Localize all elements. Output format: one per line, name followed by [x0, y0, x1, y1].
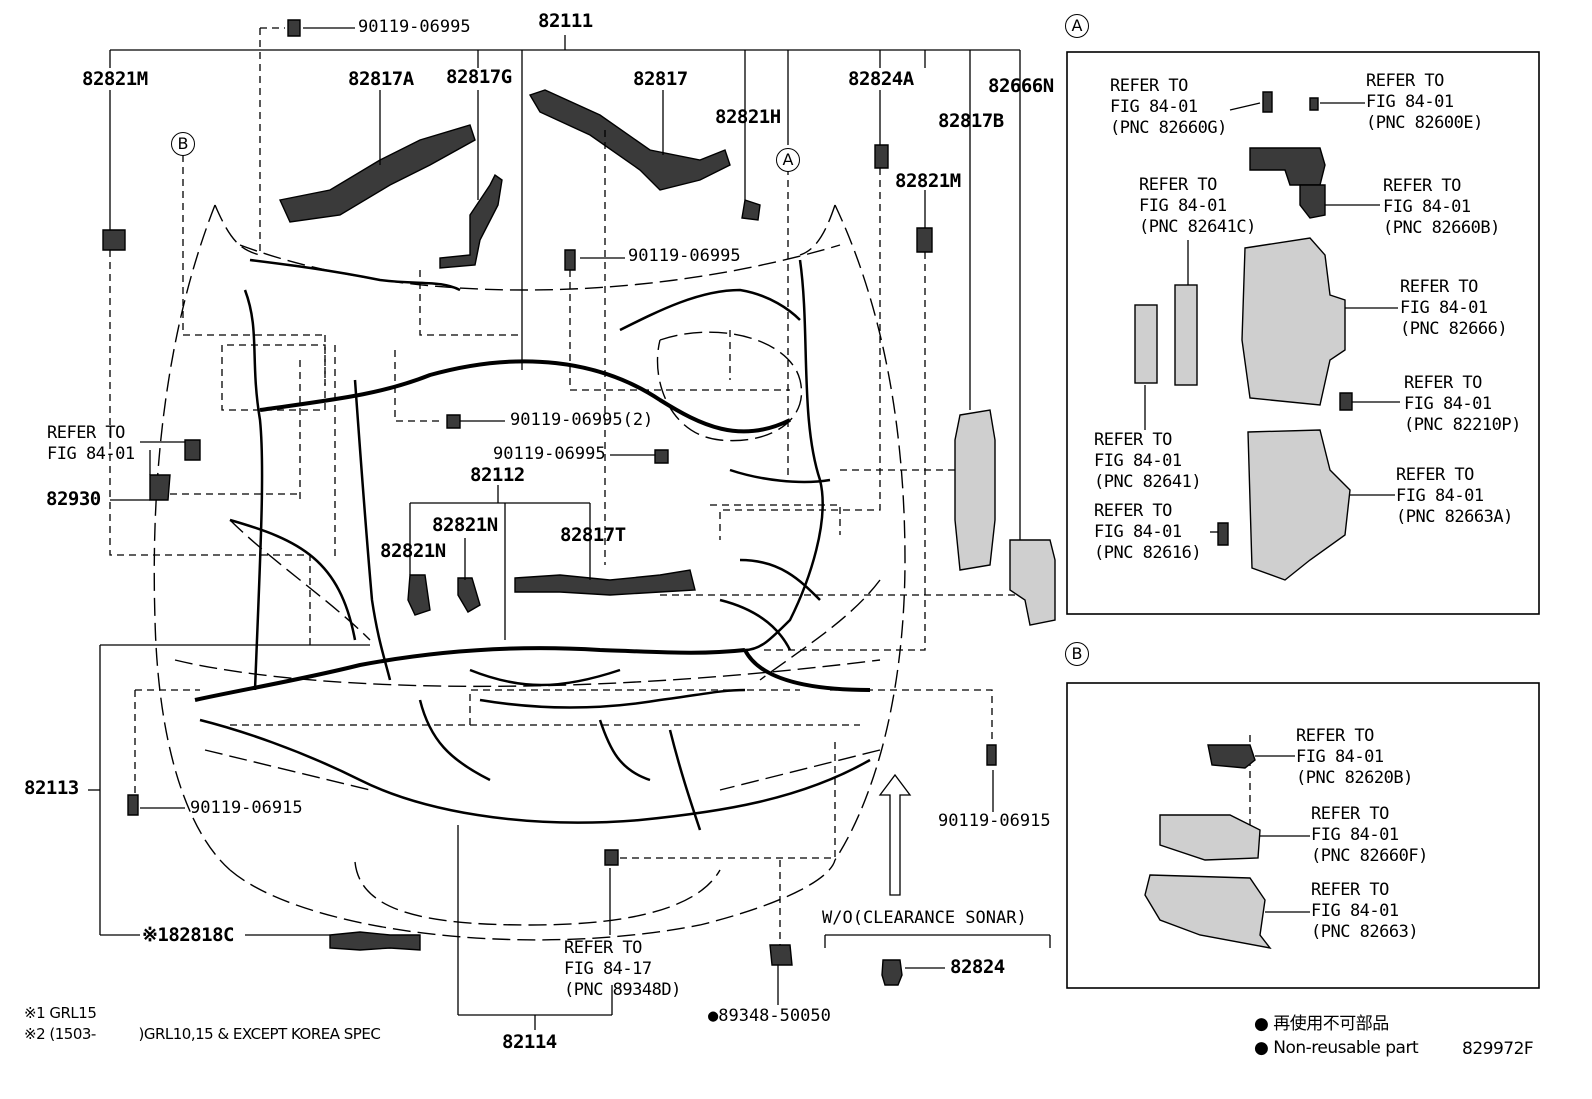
box-b-tag: B [1065, 642, 1089, 666]
label-bolt-mid3: 90119-06995 [493, 444, 606, 464]
legend-en: ● Non-reusable part [1254, 1038, 1419, 1058]
label-82821N-a: 82821N [380, 540, 446, 562]
label-82817G: 82817G [446, 66, 512, 88]
label-bolt-mid2: 90119-06995(2) [510, 410, 654, 430]
label-82818C: ※182818C [142, 924, 235, 946]
label-refer-left: REFER TO FIG 84-01 [47, 423, 135, 464]
label-bolt-top: 90119-06995 [358, 17, 471, 37]
label-82114: 82114 [502, 1031, 557, 1053]
figure-id: 829972F [1462, 1039, 1534, 1059]
label-82666N: 82666N [988, 75, 1054, 97]
label-82824: 82824 [950, 956, 1005, 978]
label-bolt-mid1: 90119-06995 [628, 246, 741, 266]
car-body-outline [153, 204, 906, 941]
box-b-ref-82620B: REFER TO FIG 84-01 (PNC 82620B) [1296, 726, 1413, 788]
callout-a: A [776, 148, 800, 172]
label-82817A: 82817A [348, 68, 414, 90]
box-a-ref-82600E: REFER TO FIG 84-01 (PNC 82600E) [1366, 71, 1483, 133]
label-82824A: 82824A [848, 68, 914, 90]
detail-box-a [1066, 51, 1540, 615]
parts [102, 19, 1056, 986]
box-a-ref-82660B: REFER TO FIG 84-01 (PNC 82660B) [1383, 176, 1500, 238]
dashed-lines [109, 27, 1251, 945]
label-82930: 82930 [46, 488, 101, 510]
box-a-ref-82641: REFER TO FIG 84-01 (PNC 82641) [1094, 430, 1202, 492]
label-wo-sonar: W/O(CLEARANCE SONAR) [822, 908, 1027, 928]
label-82113: 82113 [24, 777, 79, 799]
label-89348-50050: ●89348-50050 [708, 1006, 831, 1026]
label-bolt-low-right: 90119-06915 [938, 811, 1051, 831]
label-82821N-b: 82821N [432, 514, 498, 536]
callout-b: B [171, 132, 195, 156]
label-82821H: 82821H [715, 106, 781, 128]
label-82821M-left: 82821M [82, 68, 148, 90]
label-82817T: 82817T [560, 524, 626, 546]
leader-lines [88, 27, 1051, 1030]
label-82111: 82111 [538, 10, 593, 32]
box-b-ref-82660F: REFER TO FIG 84-01 (PNC 82660F) [1311, 804, 1428, 866]
box-a-ref-82666: REFER TO FIG 84-01 (PNC 82666) [1400, 277, 1508, 339]
harness-wiring [194, 258, 871, 831]
label-82112: 82112 [470, 464, 525, 486]
legend-jp: ● 再使用不可部品 [1254, 1014, 1389, 1034]
box-a-tag: A [1065, 14, 1089, 38]
footnote-1: ※1 GRL15 [24, 1004, 97, 1022]
label-82817: 82817 [633, 68, 688, 90]
label-82821M-right: 82821M [895, 170, 961, 192]
label-bolt-low-left: 90119-06915 [190, 798, 303, 818]
label-82817B: 82817B [938, 110, 1004, 132]
box-a-ref-82641C: REFER TO FIG 84-01 (PNC 82641C) [1139, 175, 1256, 237]
box-a-ref-82660G: REFER TO FIG 84-01 (PNC 82660G) [1110, 76, 1227, 138]
box-a-ref-82663A: REFER TO FIG 84-01 (PNC 82663A) [1396, 465, 1513, 527]
label-refer-bottom: REFER TO FIG 84-17 (PNC 89348D) [564, 938, 681, 1000]
box-a-ref-82210P: REFER TO FIG 84-01 (PNC 82210P) [1404, 373, 1521, 435]
footnote-2: ※2 (1503- )GRL10,15 & EXCEPT KOREA SPEC [24, 1025, 381, 1043]
box-b-ref-82663: REFER TO FIG 84-01 (PNC 82663) [1311, 880, 1419, 942]
detail-box-b [1066, 682, 1540, 989]
box-a-ref-82616: REFER TO FIG 84-01 (PNC 82616) [1094, 501, 1202, 563]
